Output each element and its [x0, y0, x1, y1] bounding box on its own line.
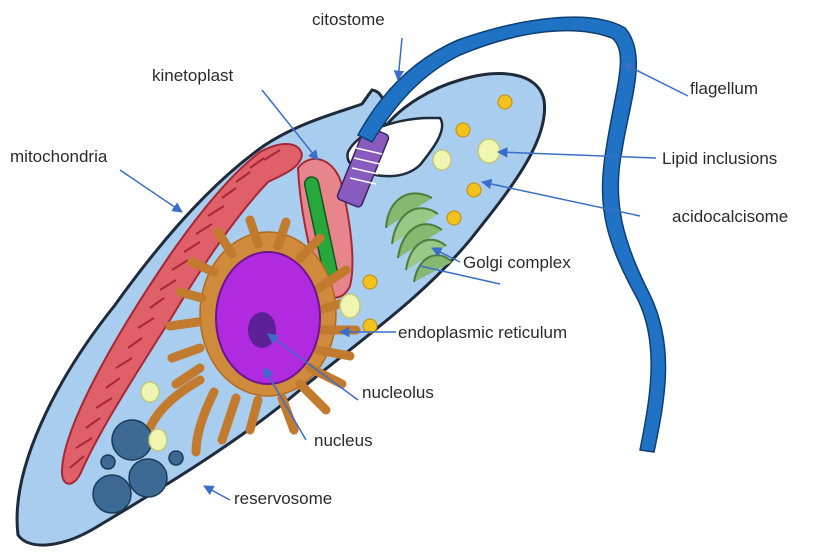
label-nucleus: nucleus	[314, 431, 373, 450]
pointer-citostome	[398, 38, 402, 80]
label-golgi-complex: Golgi complex	[463, 253, 571, 272]
label-citostome: citostome	[312, 10, 385, 29]
pointer-mitochondria	[120, 170, 182, 212]
label-lipid-inclusions: Lipid inclusions	[662, 149, 777, 168]
label-flagellum: flagellum	[690, 79, 758, 98]
pointer-reservosome	[204, 486, 230, 500]
label-kinetoplast: kinetoplast	[152, 66, 234, 85]
label-reservosome: reservosome	[234, 489, 332, 508]
label-nucleolus: nucleolus	[362, 383, 434, 402]
label-acidocalcisome: acidocalcisome	[672, 207, 788, 226]
label-endoplasmic-reticulum: endoplasmic reticulum	[398, 323, 567, 342]
label-mitochondria: mitochondria	[10, 147, 108, 166]
